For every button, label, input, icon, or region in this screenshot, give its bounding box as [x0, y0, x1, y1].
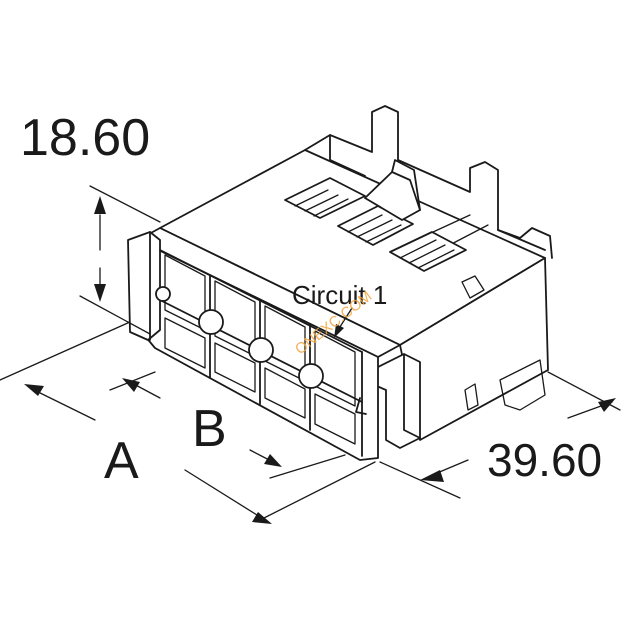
- dimension-lines: [0, 185, 621, 524]
- height-dimension-label: 18.60: [20, 109, 150, 167]
- depth-dimension-label: 39.60: [487, 434, 602, 486]
- a-dimension-label: A: [104, 432, 139, 490]
- b-dimension-label: B: [192, 400, 227, 458]
- connector-body: [127, 105, 553, 461]
- circuit-callout-label: Circuit 1: [292, 280, 387, 310]
